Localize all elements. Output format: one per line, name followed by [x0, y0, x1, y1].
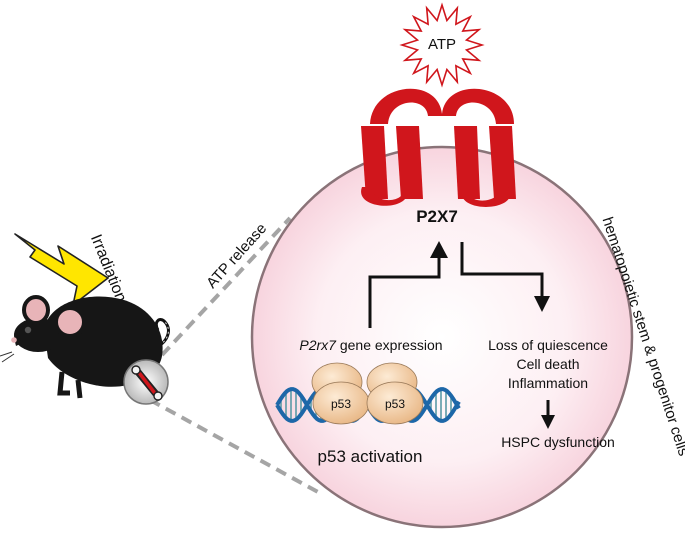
- p53-activation-label: p53 activation: [318, 447, 423, 466]
- effects-list: Loss of quiescence Cell death Inflammati…: [488, 337, 608, 391]
- hspc-cell: [250, 145, 634, 529]
- effect-cell-death: Cell death: [516, 356, 579, 372]
- outcome-label: HSPC dysfunction: [501, 434, 615, 450]
- p53-label-left: p53: [331, 397, 351, 411]
- effect-loss-of-quiescence: Loss of quiescence: [488, 337, 608, 353]
- p53-tetramer: p53 p53: [311, 362, 424, 425]
- bone-icon: [131, 365, 163, 401]
- gene-expression-label: P2rx7 gene expression: [299, 337, 442, 353]
- effect-inflammation: Inflammation: [508, 375, 588, 391]
- zoom-lines: [149, 216, 319, 494]
- gene-name: P2rx7: [299, 337, 337, 353]
- atp-label: ATP: [428, 36, 456, 53]
- p2x7-receptor: [361, 88, 516, 207]
- zoom-bubble: [123, 359, 169, 405]
- p2x7-label: P2X7: [416, 207, 458, 226]
- starburst-icon: ATP: [399, 2, 485, 88]
- p53-label-right: p53: [385, 397, 405, 411]
- gene-expression-suffix: gene expression: [336, 337, 443, 353]
- signal-arrows: [368, 241, 555, 429]
